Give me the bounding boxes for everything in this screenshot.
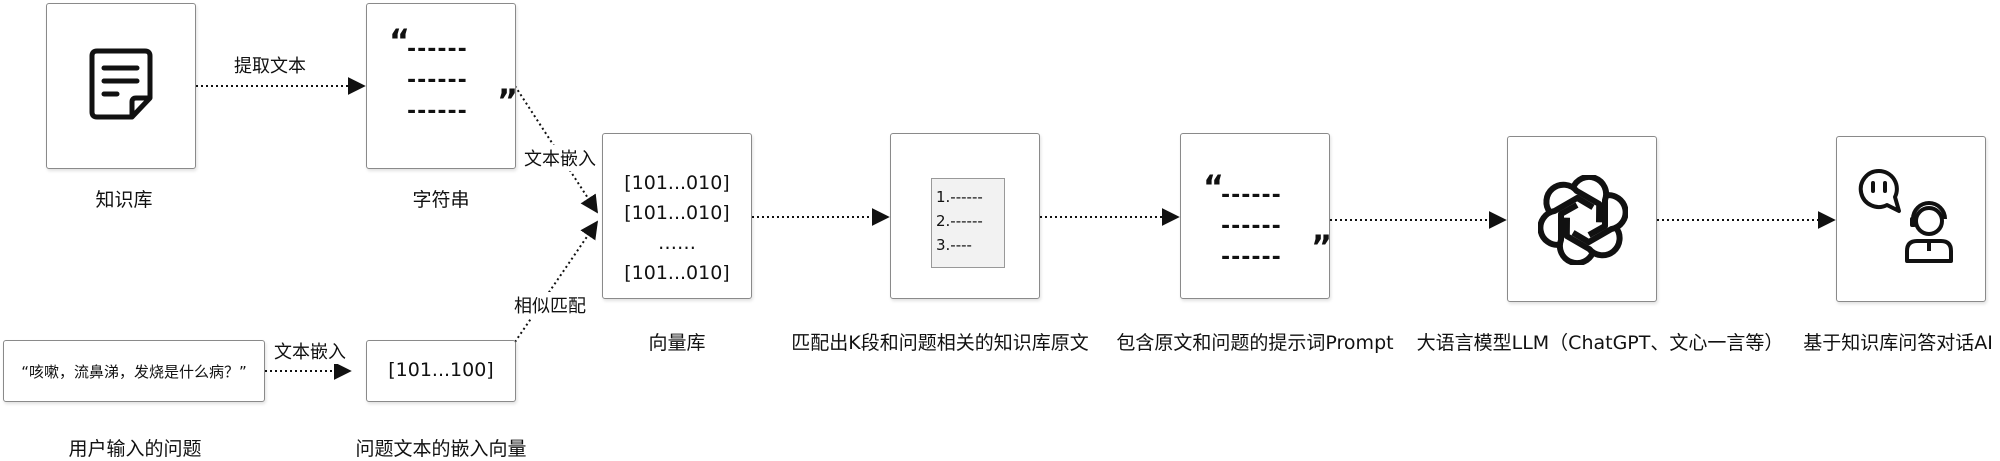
dash-line: ------ [407,99,468,124]
node-label-prompt: 包含原文和问题的提示词Prompt [1116,332,1394,354]
open-quote: “ [1203,168,1226,206]
matched-line: 3.---- [936,236,972,254]
quote-block: “ ------ ------ ------ ” [389,25,518,127]
node-label-user-question: 用户输入的问题 [68,438,202,460]
node-label-matched: 匹配出K段和问题相关的知识库原文 [791,332,1089,354]
node-label-qa-ai: 基于知识库问答对话AI [1803,332,1993,354]
open-quote: “ [389,22,412,60]
vector-line: [101...010] [624,172,730,194]
edge-label-embed-bottom: 文本嵌入 [272,338,348,364]
dash-line: ------ [407,68,468,93]
edge-label-embed-top: 文本嵌入 [522,145,598,171]
vector-line: [101...010] [624,202,730,224]
document-icon [89,48,153,120]
question-vector-text: [101...100] [388,359,494,381]
matched-doc: 1.------ 2.------ 3.---- [931,178,1005,268]
vector-line: [101...010] [624,262,730,284]
edge-label-extract: 提取文本 [232,52,308,78]
openai-logo-icon [1538,175,1628,265]
node-prompt: “ ------ ------ ------ ” [1180,133,1332,299]
node-label-llm: 大语言模型LLM（ChatGPT、文心一言等） [1416,332,1784,354]
node-string: “ ------ ------ ------ ” [366,3,518,169]
node-label-knowledge-base: 知识库 [95,189,153,211]
edge-qvec-to-vectordb [514,220,599,343]
matched-line: 2.------ [936,212,983,230]
quote-block: “ ------ ------ ------ ” [1203,171,1332,273]
matched-line: 1.------ [936,188,983,206]
dash-line: ------ [1221,245,1282,270]
node-label-vector-db: 向量库 [648,332,706,354]
node-label-question-vector: 问题文本的嵌入向量 [355,438,527,460]
dash-line: ------ [1221,183,1282,208]
node-matched-text: 1.------ 2.------ 3.---- [890,133,1040,299]
node-llm [1507,136,1657,302]
node-question-vector: [101...100] [366,340,516,402]
dash-line: ------ [1221,214,1282,239]
vector-line: …… [658,232,696,254]
chat-support-icon [1858,168,1953,263]
node-vector-db: [101...010] [101...010] …… [101...010] [602,133,752,299]
node-label-string: 字符串 [412,189,470,211]
node-user-question: “咳嗽，流鼻涕，发烧是什么病？” [3,340,265,402]
close-quote: ” [497,82,520,120]
node-knowledge-base [46,3,196,169]
dash-line: ------ [407,37,468,62]
close-quote: ” [1311,228,1334,266]
edge-label-similar: 相似匹配 [512,292,588,318]
node-qa-ai [1836,136,1986,302]
user-question-text: “咳嗽，流鼻涕，发烧是什么病？” [21,363,247,381]
